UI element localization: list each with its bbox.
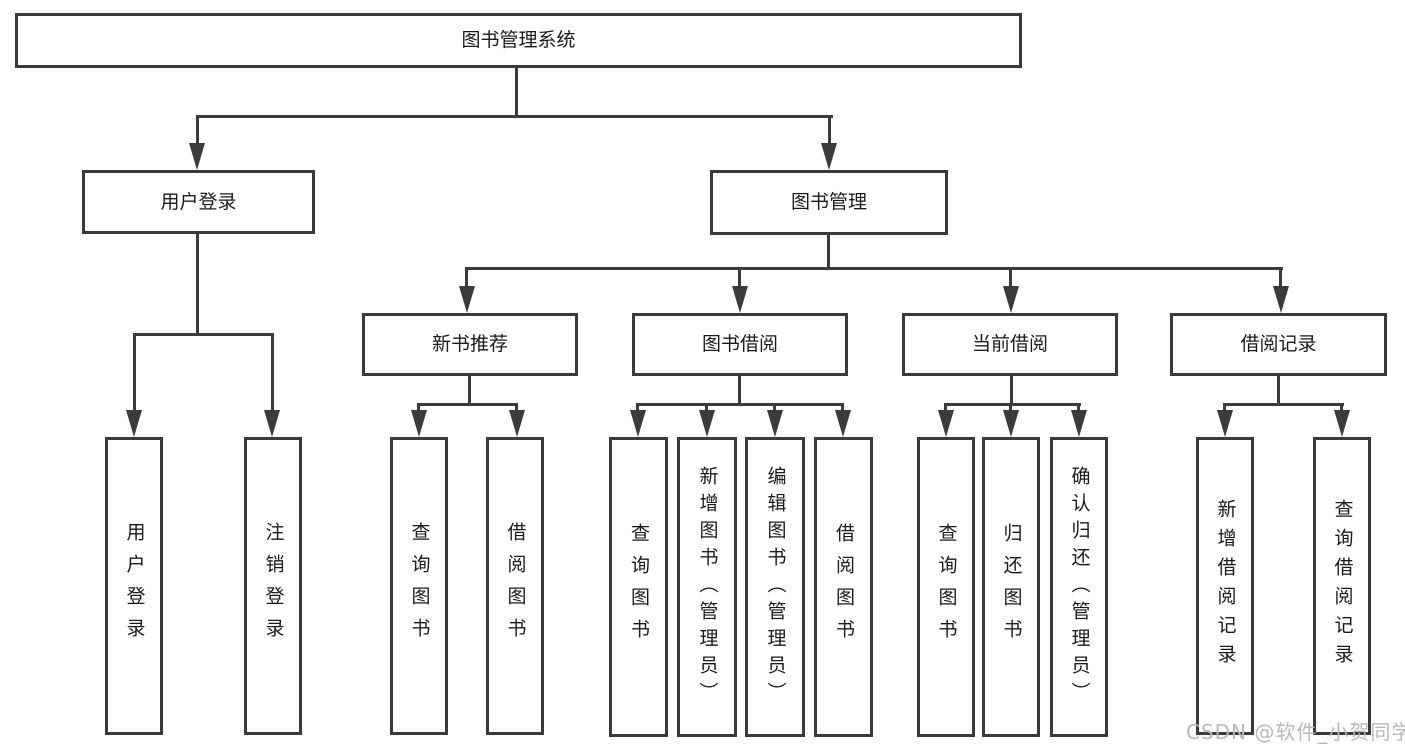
- arrowhead-down-icon: [1273, 286, 1289, 313]
- node-label: 借阅记录: [1240, 333, 1317, 355]
- node-label: 图书管理: [790, 191, 867, 213]
- connector-line: [1077, 403, 1080, 413]
- node-label: 查询图书: [628, 523, 650, 651]
- arrowhead-down-icon: [1217, 410, 1233, 437]
- connector-line: [636, 403, 844, 406]
- connector-line: [1340, 403, 1343, 413]
- connector-line: [636, 403, 639, 413]
- node-bb-add-books-admin: 新增图书（管理员）: [677, 437, 737, 737]
- connector-line: [515, 68, 518, 118]
- node-logout: 注销登录: [244, 437, 302, 735]
- node-nb-borrow-books: 借阅图书: [486, 437, 544, 735]
- arrowhead-down-icon: [1071, 410, 1087, 437]
- connector-line: [465, 267, 1283, 270]
- node-br-query-record: 查询借阅记录: [1313, 437, 1371, 735]
- arrowhead-down-icon: [126, 410, 142, 437]
- node-borrowing-records: 借阅记录: [1170, 313, 1387, 376]
- connector-line: [417, 403, 518, 406]
- connector-line: [1223, 403, 1344, 406]
- connector-line: [133, 333, 136, 413]
- arrowhead-down-icon: [630, 410, 646, 437]
- connector-line: [1009, 267, 1012, 289]
- connector-line: [738, 267, 741, 289]
- node-nb-query-books: 查询图书: [390, 437, 448, 735]
- connector-line: [465, 267, 468, 289]
- node-label: 查询图书: [408, 522, 431, 650]
- connector-line: [841, 403, 844, 413]
- node-label: 编辑图书（管理员）: [764, 465, 787, 709]
- arrowhead-down-icon: [1003, 410, 1019, 437]
- node-label: 新增图书（管理员）: [696, 465, 719, 709]
- connector-line: [196, 115, 833, 118]
- node-bb-query-books: 查询图书: [609, 437, 668, 737]
- node-label: 图书管理系统: [461, 29, 576, 51]
- node-current-borrowing: 当前借阅: [902, 313, 1118, 376]
- connector-line: [738, 376, 741, 405]
- connector-line: [515, 403, 518, 413]
- arrowhead-down-icon: [411, 410, 427, 437]
- node-label: 查询借阅记录: [1331, 499, 1354, 673]
- node-label: 当前借阅: [971, 333, 1048, 355]
- connector-line: [827, 235, 830, 269]
- connector-line: [196, 115, 199, 147]
- arrowhead-down-icon: [509, 410, 525, 437]
- connector-line: [828, 115, 831, 147]
- connector-line: [133, 333, 274, 336]
- connector-line: [468, 376, 471, 405]
- node-label: 注销登录: [262, 522, 285, 650]
- node-br-add-record: 新增借阅记录: [1196, 437, 1254, 735]
- arrowhead-down-icon: [1334, 410, 1350, 437]
- node-label: 确认归还（管理员）: [1068, 465, 1091, 709]
- connector-line: [417, 403, 420, 413]
- connector-line: [944, 403, 947, 413]
- node-cb-return-books: 归还图书: [982, 437, 1040, 737]
- arrowhead-down-icon: [459, 286, 475, 313]
- csdn-watermark: CSDN @软件_小贺同学: [1186, 720, 1405, 744]
- arrowhead-down-icon: [264, 410, 280, 437]
- node-label: 归还图书: [1000, 523, 1023, 651]
- node-label: 用户登录: [123, 522, 146, 650]
- arrowhead-down-icon: [821, 143, 837, 170]
- connector-line: [1223, 403, 1226, 413]
- node-cb-query-books: 查询图书: [917, 437, 975, 737]
- connector-line: [1010, 376, 1013, 405]
- node-bb-borrow-books: 借阅图书: [814, 437, 873, 737]
- node-user-login-leaf: 用户登录: [105, 437, 163, 735]
- node-library-management-system: 图书管理系统: [15, 13, 1022, 68]
- node-cb-confirm-return-admin: 确认归还（管理员）: [1050, 437, 1108, 737]
- arrowhead-down-icon: [699, 410, 715, 437]
- arrowhead-down-icon: [189, 143, 205, 170]
- arrowhead-down-icon: [1003, 286, 1019, 313]
- connector-line: [1009, 403, 1012, 413]
- arrowhead-down-icon: [732, 286, 748, 313]
- connector-line: [1279, 267, 1282, 289]
- node-label: 查询图书: [935, 523, 958, 651]
- connector-line: [944, 403, 1081, 406]
- arrowhead-down-icon: [767, 410, 783, 437]
- node-new-book-recommend: 新书推荐: [362, 313, 578, 376]
- node-label: 借阅图书: [833, 523, 855, 651]
- node-label: 新书推荐: [431, 333, 508, 355]
- node-book-borrowing: 图书借阅: [632, 313, 848, 376]
- node-book-management: 图书管理: [710, 170, 948, 235]
- node-label: 新增借阅记录: [1214, 499, 1237, 673]
- node-bb-edit-books-admin: 编辑图书（管理员）: [745, 437, 805, 737]
- connector-line: [1277, 376, 1280, 405]
- arrowhead-down-icon: [938, 410, 954, 437]
- connector-line: [271, 333, 274, 413]
- arrowhead-down-icon: [835, 410, 851, 437]
- node-user-login: 用户登录: [82, 170, 315, 234]
- node-label: 借阅图书: [504, 522, 527, 650]
- node-label: 用户登录: [160, 190, 237, 213]
- connector-line: [773, 403, 776, 413]
- connector-line: [196, 234, 199, 336]
- node-label: 图书借阅: [701, 333, 778, 355]
- connector-line: [705, 403, 708, 413]
